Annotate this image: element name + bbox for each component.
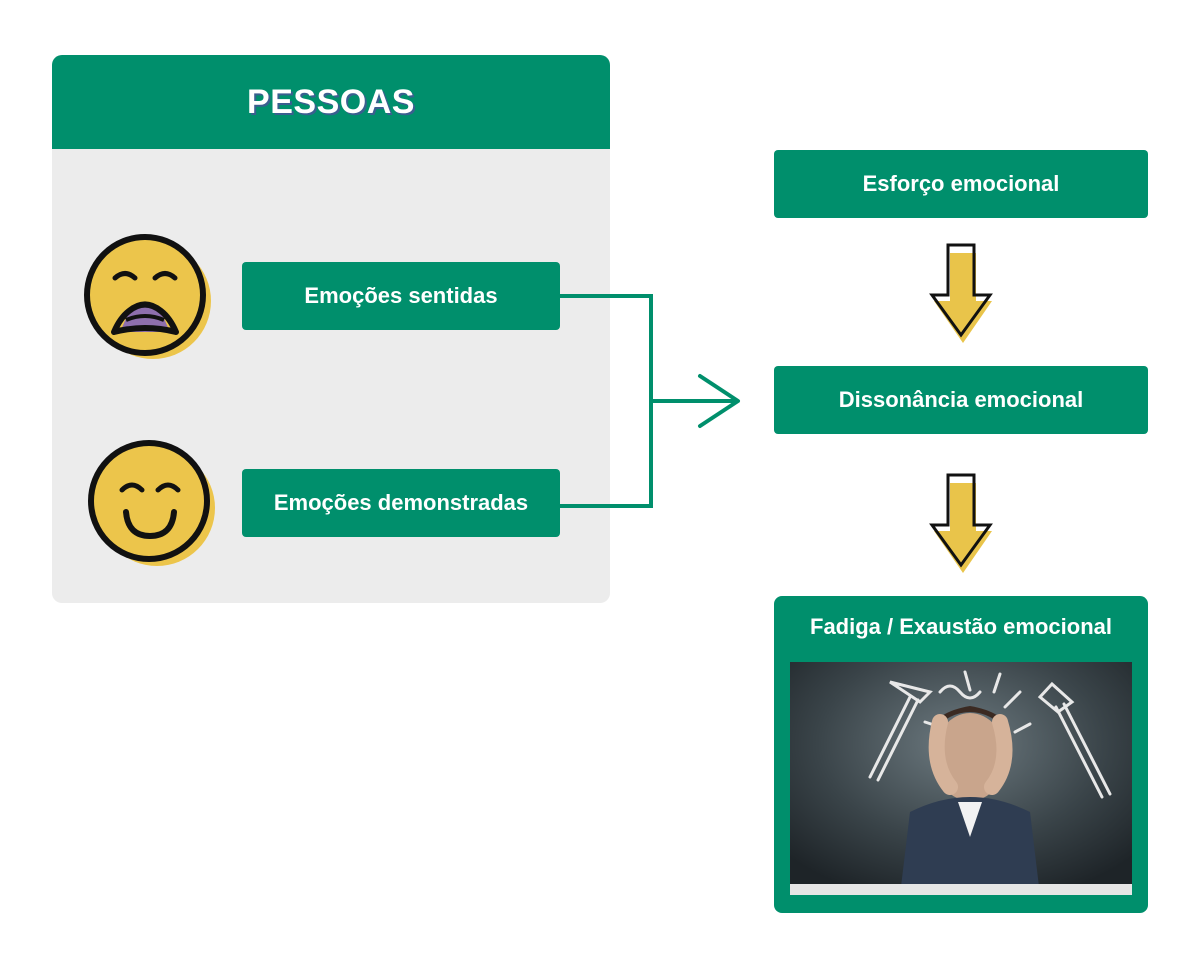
emocoes-demonstradas-box: Emoções demonstradas	[242, 469, 560, 537]
sad-face-icon	[84, 234, 211, 359]
emocoes-demonstradas-label: Emoções demonstradas	[273, 490, 529, 515]
down-arrow-icon	[929, 243, 993, 343]
dissonancia-emocional-box: Dissonância emocional	[774, 366, 1148, 434]
pessoas-title: PESSOAS	[247, 82, 415, 121]
emocoes-sentidas-box: Emoções sentidas	[242, 262, 560, 330]
stressed-woman-photo	[790, 662, 1132, 895]
esforco-emocional-box: Esforço emocional	[774, 150, 1148, 218]
fadiga-exaustao-box: Fadiga / Exaustão emocional	[774, 596, 1148, 913]
arrow-right-icon	[698, 374, 740, 428]
dissonancia-emocional-label: Dissonância emocional	[838, 387, 1084, 412]
esforco-emocional-label: Esforço emocional	[862, 171, 1060, 196]
happy-face-icon	[88, 440, 215, 566]
emocoes-sentidas-label: Emoções sentidas	[304, 283, 498, 308]
down-arrow-icon	[929, 473, 993, 573]
fadiga-exaustao-label: Fadiga / Exaustão emocional	[810, 614, 1112, 639]
pessoas-header: PESSOAS	[52, 55, 610, 149]
